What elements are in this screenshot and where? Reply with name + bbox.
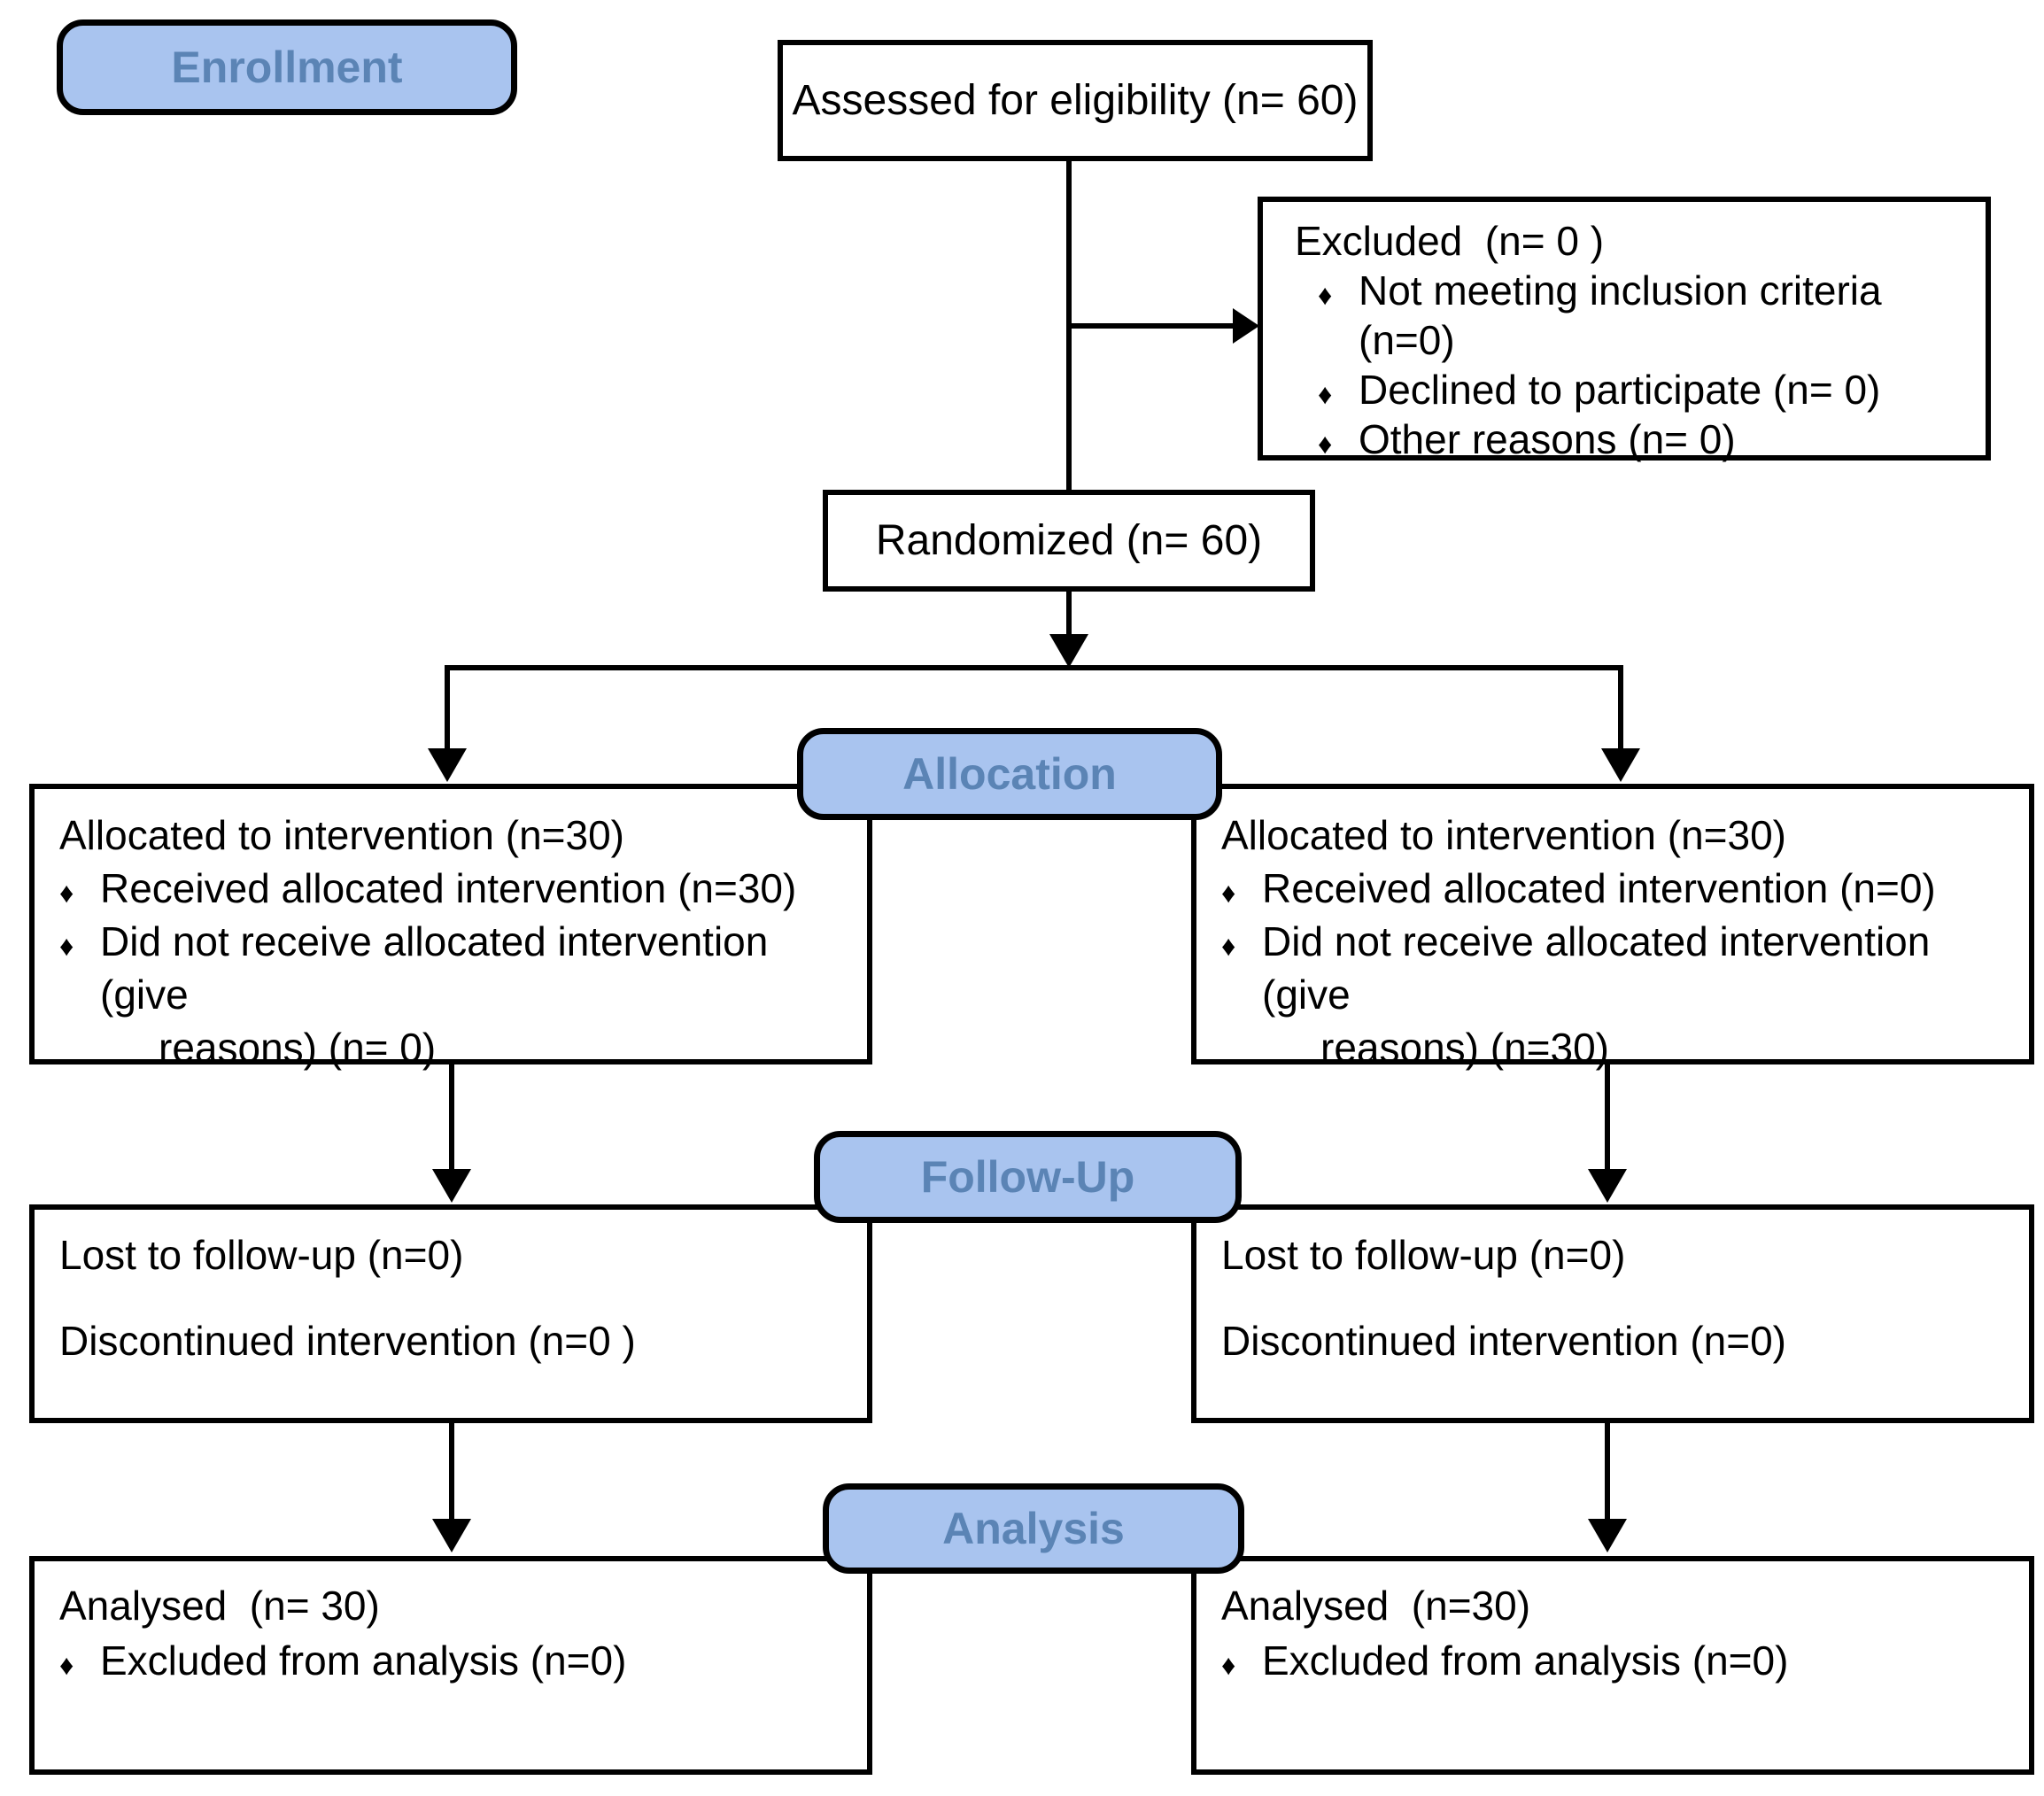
followup-right-box: Lost to follow-up (n=0) Discontinued int… bbox=[1191, 1204, 2034, 1423]
allocation-right-bullet-2-wrap: reasons) (n=30) bbox=[1320, 1025, 1609, 1071]
allocation-left-box: Allocated to intervention (n=30) ♦ Recei… bbox=[29, 784, 872, 1071]
connector-randomized-down bbox=[1066, 592, 1072, 636]
connector-alloc-right-to-followup bbox=[1605, 1064, 1610, 1171]
connector-branch-to-excluded bbox=[1069, 323, 1238, 329]
analysis-left-bullet-1-text: Excluded from analysis (n=0) bbox=[100, 1637, 627, 1684]
arrowhead-down-branch-icon bbox=[1049, 634, 1088, 668]
connector-alloc-left-to-followup bbox=[449, 1064, 454, 1171]
analysis-right-bullet-1-text: Excluded from analysis (n=0) bbox=[1262, 1637, 1789, 1684]
allocation-right-title: Allocated to intervention (n=30) bbox=[1221, 812, 1787, 858]
analysis-right-box: Analysed (n=30) ♦ Excluded from analysis… bbox=[1191, 1556, 2034, 1775]
diamond-bullet-icon: ♦ bbox=[1318, 428, 1333, 460]
analysis-stage-label-text: Analysis bbox=[942, 1504, 1125, 1553]
connector-followup-left-to-analysis bbox=[449, 1423, 454, 1521]
diamond-bullet-icon: ♦ bbox=[1221, 930, 1236, 962]
excluded-bullet-2-text: Declined to participate (n= 0) bbox=[1359, 367, 1881, 413]
analysis-right-bullet-1: ♦ Excluded from analysis (n=0) bbox=[1221, 1636, 2008, 1685]
analysis-right-title: Analysed (n=30) bbox=[1221, 1583, 1531, 1629]
analysis-left-bullet-1: ♦ Excluded from analysis (n=0) bbox=[59, 1636, 846, 1685]
diamond-bullet-icon: ♦ bbox=[1221, 1649, 1236, 1681]
arrowhead-down-followup-right-icon bbox=[1588, 1169, 1627, 1203]
allocation-left-title: Allocated to intervention (n=30) bbox=[59, 812, 625, 858]
excluded-title: Excluded (n= 0 ) bbox=[1295, 218, 1605, 264]
diamond-bullet-icon: ♦ bbox=[59, 877, 74, 909]
enrollment-stage-label: Enrollment bbox=[57, 19, 517, 115]
allocation-stage-label-text: Allocation bbox=[902, 749, 1117, 799]
allocation-right-box: Allocated to intervention (n=30) ♦ Recei… bbox=[1191, 784, 2034, 1071]
enrollment-stage-label-text: Enrollment bbox=[171, 43, 403, 92]
excluded-bullet-3-text: Other reasons (n= 0) bbox=[1359, 416, 1736, 462]
followup-left-line-1: Lost to follow-up (n=0) bbox=[59, 1232, 464, 1278]
assessed-box: Assessed for eligibility (n= 60) bbox=[778, 40, 1373, 161]
arrowhead-down-alloc-right-icon bbox=[1601, 748, 1640, 782]
assessed-box-text: Assessed for eligibility (n= 60) bbox=[792, 77, 1359, 124]
allocation-left-bullet-2-text: Did not receive allocated intervention (… bbox=[100, 918, 780, 1018]
diamond-bullet-icon: ♦ bbox=[59, 1649, 74, 1681]
randomized-box-text: Randomized (n= 60) bbox=[875, 517, 1263, 564]
excluded-box: Excluded (n= 0 ) ♦ Not meeting inclusion… bbox=[1258, 197, 1991, 464]
allocation-left-bullet-1: ♦ Received allocated intervention (n=30) bbox=[59, 862, 846, 915]
connector-followup-right-to-analysis bbox=[1605, 1423, 1610, 1521]
allocation-right-bullet-1-text: Received allocated intervention (n=0) bbox=[1262, 865, 1936, 911]
arrowhead-down-alloc-left-icon bbox=[428, 748, 467, 782]
allocation-right-bullet-2: ♦ Did not receive allocated intervention… bbox=[1221, 915, 2008, 1021]
analysis-left-title: Analysed (n= 30) bbox=[59, 1583, 380, 1629]
arrowhead-down-analysis-right-icon bbox=[1588, 1519, 1627, 1552]
followup-left-box: Lost to follow-up (n=0) Discontinued int… bbox=[29, 1204, 872, 1423]
allocation-left-bullet-2: ♦ Did not receive allocated intervention… bbox=[59, 915, 846, 1021]
arrowhead-down-followup-left-icon bbox=[432, 1169, 471, 1203]
excluded-bullet-1-text: Not meeting inclusion criteria (n=0) bbox=[1359, 267, 1893, 363]
allocation-stage-label: Allocation bbox=[797, 728, 1222, 820]
analysis-stage-label: Analysis bbox=[823, 1483, 1244, 1574]
excluded-bullet-2: ♦ Declined to participate (n= 0) bbox=[1295, 365, 1964, 414]
excluded-bullet-1: ♦ Not meeting inclusion criteria (n=0) bbox=[1295, 266, 1964, 365]
connector-branch-line bbox=[445, 665, 1623, 670]
connector-branch-left-down bbox=[445, 665, 450, 750]
diamond-bullet-icon: ♦ bbox=[1318, 279, 1333, 311]
allocation-left-bullet-2-wrap: reasons) (n= 0) bbox=[159, 1025, 437, 1071]
diamond-bullet-icon: ♦ bbox=[59, 930, 74, 962]
followup-stage-label: Follow-Up bbox=[814, 1131, 1242, 1223]
analysis-left-box: Analysed (n= 30) ♦ Excluded from analysi… bbox=[29, 1556, 872, 1775]
allocation-right-bullet-1: ♦ Received allocated intervention (n=0) bbox=[1221, 862, 2008, 915]
arrowhead-down-analysis-left-icon bbox=[432, 1519, 471, 1552]
randomized-box: Randomized (n= 60) bbox=[823, 490, 1315, 592]
diamond-bullet-icon: ♦ bbox=[1221, 877, 1236, 909]
followup-right-line-1: Lost to follow-up (n=0) bbox=[1221, 1232, 1626, 1278]
followup-stage-label-text: Follow-Up bbox=[920, 1152, 1135, 1202]
followup-right-line-2: Discontinued intervention (n=0) bbox=[1221, 1318, 1786, 1364]
allocation-left-bullet-1-text: Received allocated intervention (n=30) bbox=[100, 865, 797, 911]
excluded-bullet-3: ♦ Other reasons (n= 0) bbox=[1295, 414, 1964, 464]
connector-branch-right-down bbox=[1618, 665, 1623, 750]
allocation-right-bullet-2-text: Did not receive allocated intervention (… bbox=[1262, 918, 1942, 1018]
arrowhead-right-excluded-icon bbox=[1233, 308, 1259, 344]
followup-left-line-2: Discontinued intervention (n=0 ) bbox=[59, 1318, 636, 1364]
diamond-bullet-icon: ♦ bbox=[1318, 378, 1333, 410]
